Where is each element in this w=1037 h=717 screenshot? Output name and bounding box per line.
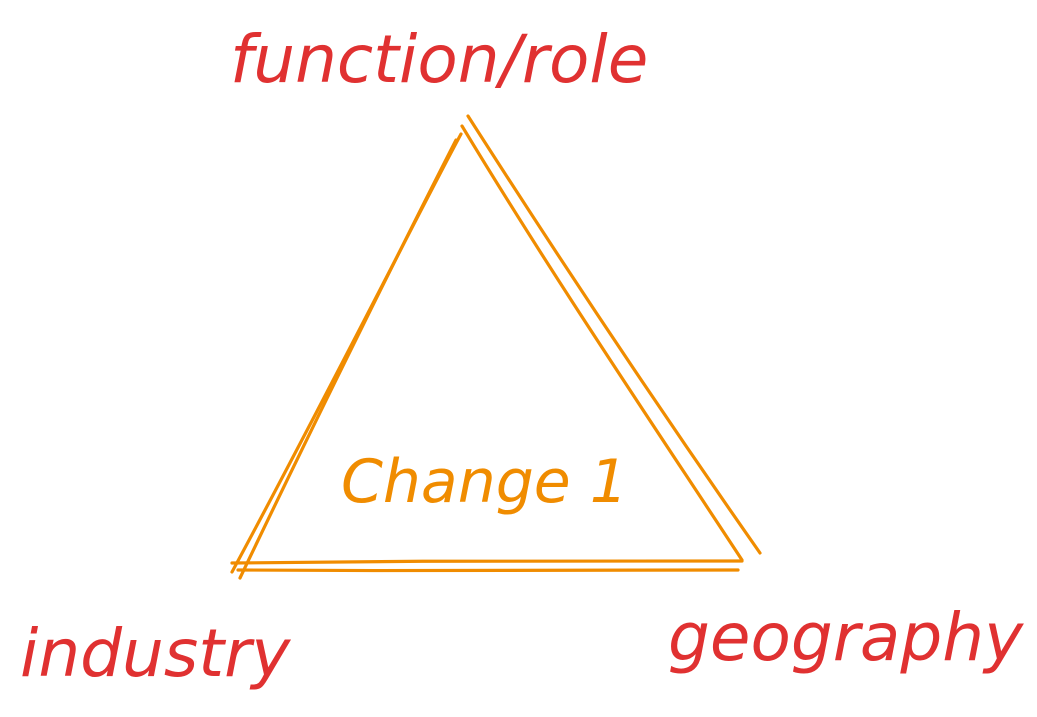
triangle-shape bbox=[230, 114, 762, 580]
triangle-right-edge-stroke-1 bbox=[466, 114, 762, 555]
label-industry: industry bbox=[20, 615, 291, 692]
triangle-left-edge-stroke-2 bbox=[238, 138, 458, 580]
triangle-right-edge-stroke-2 bbox=[460, 124, 744, 562]
label-center: Change 1 bbox=[341, 447, 628, 517]
triangle-bottom-edge-stroke-2 bbox=[236, 568, 740, 573]
triangle-bottom-edge-stroke-1 bbox=[230, 559, 744, 565]
label-function-role: function/role bbox=[230, 21, 648, 98]
label-geography: geography bbox=[668, 599, 1024, 676]
